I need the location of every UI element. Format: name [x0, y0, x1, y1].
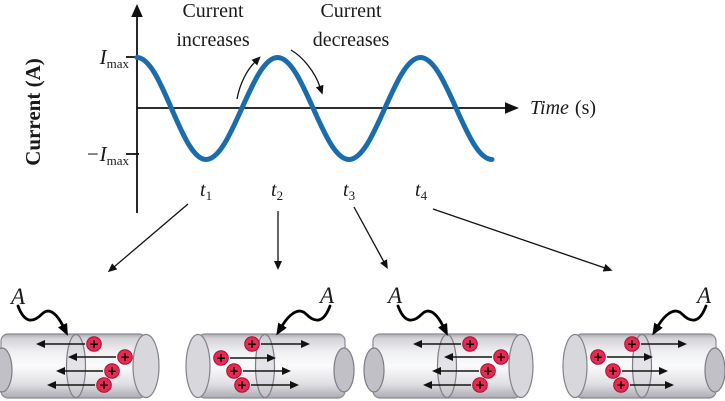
- charge-carrier: +: [36, 336, 102, 352]
- wire-segment-t3: + + + + A: [363, 283, 534, 399]
- charge-dot: [96, 377, 112, 393]
- wire-end-bulge: [363, 347, 385, 393]
- wire-end-cap: [562, 333, 588, 399]
- charge-carrier: +: [444, 349, 509, 365]
- charge-carrier: +: [244, 336, 310, 352]
- charge-carrier: +: [432, 363, 496, 379]
- cross-section-area: [254, 333, 276, 399]
- current-waveform: [134, 54, 495, 163]
- plus-icon: +: [229, 364, 239, 378]
- wire-end-bulge: [704, 347, 725, 393]
- area-label: A: [9, 284, 26, 309]
- plus-icon: +: [120, 350, 130, 364]
- charge-dot: [226, 363, 242, 379]
- leader-arrow-t4: [432, 208, 613, 272]
- charge-dot: [480, 363, 496, 379]
- charge-carrier: +: [605, 363, 668, 379]
- charge-carrier: +: [423, 377, 488, 393]
- plus-icon: +: [216, 351, 226, 365]
- increase-arrow-icon: [236, 56, 261, 100]
- charge-dot: [624, 336, 640, 352]
- charge-carrier: +: [590, 349, 653, 365]
- charge-dot: [117, 349, 133, 365]
- y-axis-label: Current (A): [21, 58, 45, 166]
- increase-annotation-line2: increases: [176, 29, 250, 51]
- charge-carrier: +: [226, 363, 291, 379]
- area-label: A: [386, 283, 403, 308]
- charge-dot: [213, 350, 229, 366]
- plus-icon: +: [593, 350, 603, 364]
- leader-arrow-t3: [353, 206, 388, 270]
- leader-arrow-t1: [107, 203, 189, 273]
- plus-icon: +: [627, 337, 637, 351]
- wire-segment-t1: + + + + A: [0, 284, 160, 399]
- plus-icon: +: [107, 364, 117, 378]
- charge-carrier: +: [68, 349, 133, 365]
- charge-dot: [590, 349, 606, 365]
- charge-dot: [104, 363, 120, 379]
- charge-carrier: +: [413, 336, 478, 352]
- charge-dot: [605, 363, 621, 379]
- time-axis-arrowhead-icon: [505, 102, 519, 114]
- plus-icon: +: [475, 378, 485, 392]
- area-pointer-arrow-icon: [276, 304, 332, 336]
- plus-icon: +: [496, 350, 506, 364]
- area-label: A: [318, 283, 335, 308]
- charge-dot: [613, 377, 629, 393]
- area-pointer-arrow-icon: [16, 304, 68, 336]
- area-pointer-arrow-icon: [396, 304, 448, 336]
- decrease-arrow-icon: [290, 49, 324, 95]
- plus-icon: +: [237, 378, 247, 392]
- plus-icon: +: [483, 364, 493, 378]
- increase-annotation-line1: Current: [182, 0, 244, 22]
- time-point-label-t1: t1: [200, 179, 212, 203]
- time-point-label-t3: t3: [343, 179, 355, 203]
- current-time-graph: Current (A) Imax −Imax Current increases…: [21, 0, 613, 273]
- wire-end-bulge: [0, 347, 13, 393]
- charge-dot: [234, 377, 250, 393]
- decrease-annotation-line1: Current: [320, 0, 382, 22]
- charge-carrier: +: [213, 350, 276, 366]
- charge-carrier: +: [613, 377, 674, 393]
- charge-dot: [493, 349, 509, 365]
- plus-icon: +: [247, 337, 257, 351]
- neg-imax-label: −Imax: [85, 142, 129, 168]
- time-point-label-t4: t4: [415, 179, 428, 203]
- plus-icon: +: [99, 378, 109, 392]
- charge-dot: [472, 377, 488, 393]
- charge-dot: [244, 336, 260, 352]
- time-point-label-t2: t2: [271, 179, 283, 203]
- charge-carrier: +: [624, 336, 687, 352]
- wire-end-cap: [185, 333, 211, 399]
- charge-dot: [86, 336, 102, 352]
- plus-icon: +: [616, 378, 626, 392]
- wire-end-cap: [132, 333, 160, 399]
- area-pointer-arrow-icon: [652, 304, 708, 336]
- wire-end-bulge: [333, 347, 355, 393]
- charge-carrier: +: [234, 377, 299, 393]
- wire-segment-t4: + + + + A: [562, 283, 725, 399]
- wire-end-cap: [508, 333, 534, 399]
- cross-section-area: [631, 333, 653, 399]
- charge-carrier: +: [47, 377, 112, 393]
- cross-section-area: [65, 333, 87, 399]
- plus-icon: +: [89, 337, 99, 351]
- time-axis-label: Time(s): [530, 97, 596, 119]
- area-label: A: [695, 283, 712, 308]
- plus-icon: +: [465, 337, 475, 351]
- plus-icon: +: [608, 364, 618, 378]
- wire-segment-t2: + + + + A: [185, 283, 355, 399]
- y-axis-arrowhead-icon: [131, 4, 143, 17]
- decrease-annotation-line2: decreases: [313, 29, 390, 51]
- imax-label: Imax: [99, 45, 130, 71]
- charge-dot: [462, 336, 478, 352]
- charge-carrier: +: [56, 363, 120, 379]
